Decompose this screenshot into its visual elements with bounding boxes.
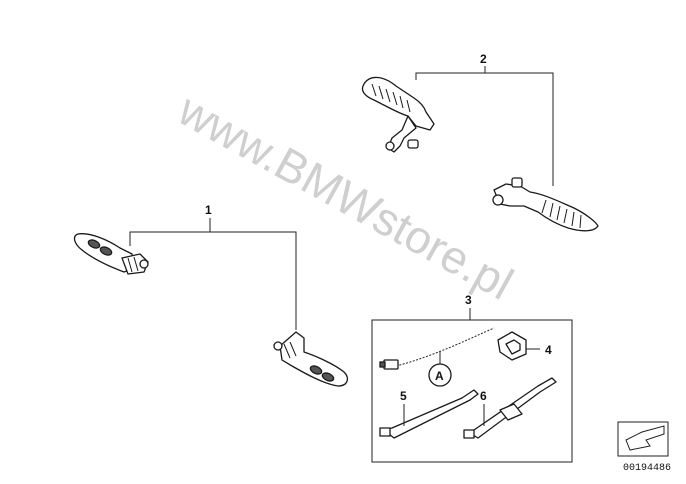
clip-part <box>497 331 527 361</box>
wiring-set-frame <box>371 319 573 463</box>
indicator-right <box>273 331 349 387</box>
indicator-left <box>73 233 149 275</box>
callout-2[interactable]: 2 <box>480 52 487 66</box>
part-group-2: 2 <box>361 52 599 232</box>
arrow-icon <box>625 425 665 451</box>
footrest-lower <box>492 177 599 232</box>
cable-tie-5 <box>379 389 479 439</box>
watermark-text: www.BMWstore.pl <box>169 83 521 310</box>
cable-tie-6 <box>463 377 557 439</box>
reference-code: 00194486 <box>623 463 671 474</box>
footrest-upper <box>361 76 435 153</box>
detail-marker-a[interactable]: A <box>435 369 444 383</box>
part-group-3: 3 A 4 5 6 <box>371 293 573 463</box>
callout-4[interactable]: 4 <box>545 343 552 357</box>
diagram-reference-icon: 00194486 <box>617 421 671 474</box>
callout-3[interactable]: 3 <box>465 293 472 307</box>
leader-line-1 <box>129 231 297 330</box>
callout-1[interactable]: 1 <box>205 203 212 217</box>
part-group-1: 1 <box>73 203 349 387</box>
cable-harness <box>379 327 495 370</box>
leader-line-2 <box>415 72 554 186</box>
callout-6[interactable]: 6 <box>480 389 487 403</box>
callout-5[interactable]: 5 <box>400 389 407 403</box>
